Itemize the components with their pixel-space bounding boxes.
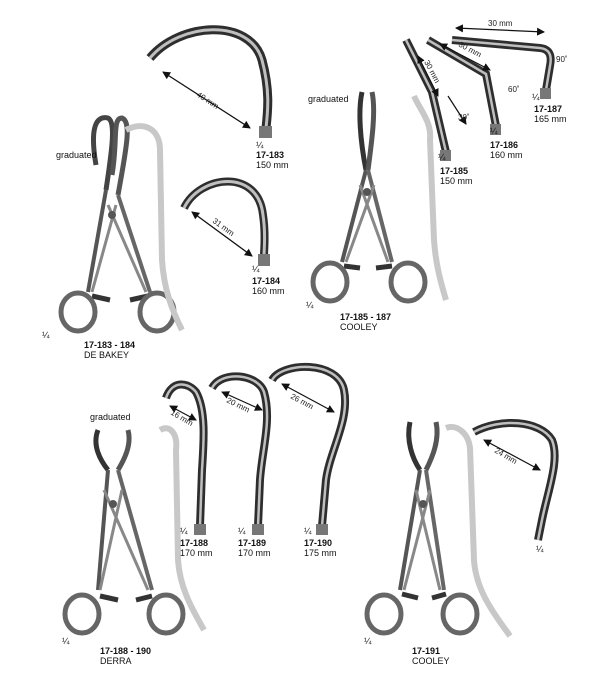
scale-label: ¼ bbox=[536, 544, 544, 554]
cooley-191-clamp bbox=[364, 421, 480, 636]
jaw-17-190 bbox=[268, 362, 350, 535]
product-length-17-187: 165 mm bbox=[534, 114, 567, 124]
product-code-17-185: 17-185 bbox=[440, 166, 469, 176]
angle-17-186: 60˚ bbox=[508, 85, 520, 94]
product-code-17-186: 17-186 bbox=[490, 140, 519, 150]
product-length-17-185: 150 mm bbox=[440, 176, 473, 186]
scale-label: ¼ bbox=[490, 126, 498, 136]
product-name: DERRA bbox=[100, 656, 132, 666]
product-codes: 17-191 bbox=[412, 646, 441, 656]
product-name: DE BAKEY bbox=[84, 350, 130, 360]
jaw-width-17-188: 16 mm bbox=[169, 408, 195, 428]
jaw-width-17-187: 30 mm bbox=[488, 19, 513, 28]
scale-label: ¼ bbox=[364, 636, 372, 646]
jaw-17-183 bbox=[146, 25, 273, 138]
product-length-17-184: 160 mm bbox=[252, 286, 285, 296]
scale-label: ¼ bbox=[180, 526, 188, 536]
product-length-17-189: 170 mm bbox=[238, 548, 271, 558]
product-codes: 17-185 - 187 bbox=[340, 312, 392, 322]
derra-side-profile bbox=[158, 425, 207, 632]
angle-17-187: 90˚ bbox=[556, 55, 568, 64]
jaw-width-17-183: 40 mm bbox=[195, 90, 221, 111]
scale-label: ¼ bbox=[42, 330, 50, 340]
jaw-width-17-191: 24 mm bbox=[493, 446, 519, 466]
jaw-17-185 bbox=[402, 38, 467, 161]
graduated-label: graduated bbox=[90, 412, 131, 422]
product-codes: 17-188 - 190 bbox=[100, 646, 152, 656]
scale-label: ¼ bbox=[438, 152, 446, 162]
jaw-17-189 bbox=[208, 372, 272, 535]
cooley-185-side-profile bbox=[411, 94, 449, 301]
product-codes: 17-183 - 184 bbox=[84, 340, 136, 350]
product-code-17-183: 17-183 bbox=[256, 150, 285, 160]
product-name: COOLEY bbox=[412, 656, 450, 666]
graduated-label: graduated bbox=[56, 150, 97, 160]
product-length-17-188: 170 mm bbox=[180, 548, 213, 558]
jaw-17-184 bbox=[180, 177, 270, 266]
scale-label: ¼ bbox=[532, 92, 540, 102]
de-bakey-clamp bbox=[58, 115, 177, 334]
cooley-185-clamp bbox=[310, 91, 428, 304]
jaw-17-191 bbox=[472, 419, 559, 541]
product-length-17-186: 160 mm bbox=[490, 150, 523, 160]
product-length-17-183: 150 mm bbox=[256, 160, 289, 170]
product-code-17-187: 17-187 bbox=[534, 104, 563, 114]
scale-label: ¼ bbox=[306, 300, 314, 310]
angle-17-185: 30˚ bbox=[458, 113, 470, 122]
graduated-label: graduated bbox=[308, 94, 349, 104]
de-bakey-side-profile bbox=[124, 123, 185, 332]
product-code-17-184: 17-184 bbox=[252, 276, 281, 286]
product-code-17-188: 17-188 bbox=[180, 538, 209, 548]
jaw-width-17-189: 20 mm bbox=[225, 396, 251, 415]
scale-label: ¼ bbox=[252, 264, 260, 274]
cooley-191-side-profile bbox=[444, 424, 513, 638]
scale-label: ¼ bbox=[256, 140, 264, 150]
product-code-17-189: 17-189 bbox=[238, 538, 267, 548]
scale-label: ¼ bbox=[304, 526, 312, 536]
product-length-17-190: 175 mm bbox=[304, 548, 337, 558]
jaw-17-186 bbox=[425, 36, 501, 135]
scale-label: ¼ bbox=[62, 636, 70, 646]
product-code-17-190: 17-190 bbox=[304, 538, 333, 548]
scale-label: ¼ bbox=[238, 526, 246, 536]
product-name: COOLEY bbox=[340, 322, 378, 332]
derra-clamp bbox=[62, 429, 186, 636]
jaw-17-188 bbox=[162, 380, 208, 535]
jaw-17-187 bbox=[451, 24, 555, 99]
